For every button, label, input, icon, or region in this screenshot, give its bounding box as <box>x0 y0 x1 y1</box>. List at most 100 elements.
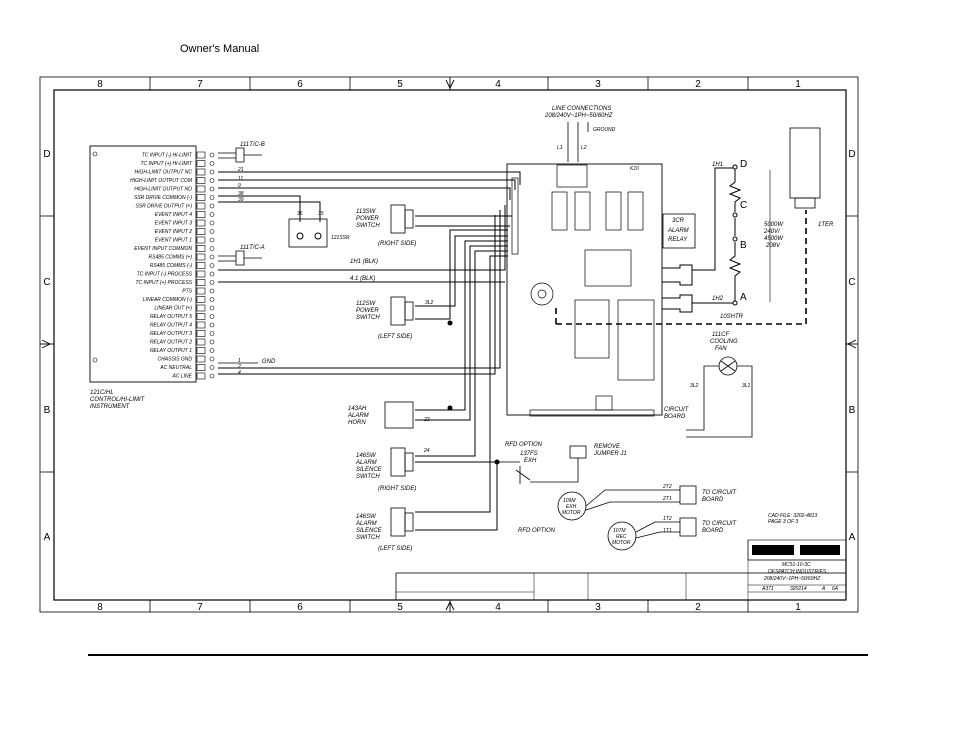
heater-label-c: C <box>740 200 747 211</box>
wire-2t1: 2T1 <box>662 496 672 502</box>
sil2-side: (LEFT SIDE) <box>378 546 412 552</box>
terminal-screw <box>209 280 215 285</box>
col-label-top-3: 3 <box>595 79 601 90</box>
instrument-box <box>89 145 197 383</box>
sw112-label-2: POWER <box>356 308 379 314</box>
to-circuit-board-1a: TO CIRCUIT <box>702 490 738 496</box>
sw113-side: (RIGHT SIDE) <box>378 241 416 247</box>
line-connections-title: LINE CONNECTIONS <box>552 106 611 112</box>
instrument-terminal <box>196 160 206 167</box>
terminal-screw <box>209 161 215 166</box>
page-header: Owner's Manual <box>180 43 260 55</box>
terminal-screw <box>209 314 215 319</box>
terminal-screw <box>209 348 215 353</box>
row-label-right-d: D <box>848 149 855 160</box>
heater-node-a <box>732 300 738 306</box>
terminal-screw <box>209 169 215 175</box>
terminal-screw <box>209 212 215 217</box>
instrument-screw-top <box>92 151 98 157</box>
instrument-terminal <box>196 287 206 295</box>
terminal-screw <box>209 271 215 277</box>
instrument-terminal <box>196 304 206 312</box>
instrument-terminal <box>196 355 206 363</box>
wire-label-1: 1 <box>238 358 241 364</box>
alarm-relay-label-1: 3CR <box>672 218 685 224</box>
instrument-terminal-label: EVENT INPUT 3 <box>155 221 192 227</box>
instrument-terminal <box>196 372 206 380</box>
fan-label-1: 111CF <box>712 332 729 338</box>
instrument-terminal-label: TC INPUT (-) HI-LIMIT <box>142 153 193 159</box>
instrument-terminal <box>196 313 206 320</box>
rec-motor <box>607 521 637 551</box>
sensor-label: 1TER <box>818 222 834 228</box>
col-label-bottom-8: 8 <box>97 602 103 613</box>
row-label-left-c: C <box>43 277 50 288</box>
instrument-terminal <box>196 296 206 303</box>
alarm-relay-label-3: RELAY <box>668 237 688 243</box>
dashed-control-line <box>555 210 807 325</box>
footer-rule <box>88 654 868 656</box>
fan-wire-l2: 3L2 <box>690 383 699 389</box>
heater-label-d: D <box>740 159 747 170</box>
instrument-terminal <box>196 177 206 184</box>
heater-rating-3: 4500W <box>764 236 784 242</box>
sil1-label-2: ALARM <box>355 460 377 466</box>
horn-label-2: ALARM <box>347 413 369 419</box>
terminal-screw <box>209 178 215 183</box>
sil2-label-3: SILENCE <box>356 528 383 534</box>
instrument-terminal <box>196 245 206 252</box>
to-circuit-board-2b: BOARD <box>702 528 724 534</box>
heater-tag: 10SHTR <box>720 314 744 320</box>
col-label-bottom-7: 7 <box>197 602 203 613</box>
ssr-label-35: 35 <box>318 211 324 217</box>
line-connection-wires <box>567 122 589 162</box>
instrument-terminal-label: TC INPUT (+) HI-LIMIT <box>140 161 192 167</box>
circuit-board-label-2: BOARD <box>664 414 686 420</box>
col-label-top-5: 5 <box>397 79 403 90</box>
instrument-terminal-label: RS485 COMMS (+) <box>149 255 193 261</box>
instrument-terminal <box>196 228 206 235</box>
flow-switch <box>515 466 531 484</box>
wire-label-39: 39 <box>238 197 244 203</box>
rec-motor-label-1: 107M <box>613 528 626 534</box>
col-label-top-1: 1 <box>795 79 801 90</box>
horn-label-3: HORN <box>348 420 366 426</box>
terminal-screw <box>209 237 215 243</box>
instrument-label-2: CONTROL/HI-LIMIT <box>90 397 146 403</box>
motor-wires <box>585 489 680 539</box>
fan-blades <box>720 360 736 372</box>
terminal-screw <box>209 152 215 158</box>
jumper-label-1: REMOVE <box>594 444 621 450</box>
instrument-terminal-label: AC LINE <box>172 374 193 380</box>
terminal-screw <box>209 195 215 200</box>
instrument-terminal <box>196 262 206 269</box>
jumper-wires <box>497 458 579 483</box>
cad-file: CAD FILE: 3202-4813 <box>768 513 817 519</box>
wire-label-9: 9 <box>238 183 241 189</box>
ssr-terminal-35 <box>314 232 322 240</box>
instrument-terminal <box>196 219 206 227</box>
ssr-label-36: 36 <box>297 211 303 217</box>
instrument-terminal-label: SSR DRIVE OUTPUT (+) <box>135 204 192 210</box>
instrument-terminal <box>196 338 206 346</box>
wire-bundle <box>218 171 521 531</box>
column-ticks <box>40 77 858 612</box>
circuit-board-label-1: CIRCUIT <box>664 407 690 413</box>
wire-label-2: 2 <box>237 364 241 370</box>
heater-1h2: 1H2 <box>712 296 724 302</box>
instrument-terminal-label: EVENT INPUT 1 <box>155 238 192 244</box>
sil1-label-4: SWITCH <box>356 474 380 480</box>
sil2-label-1: 146SW <box>356 514 377 520</box>
col-label-top-8: 8 <box>97 79 103 90</box>
instrument-terminal <box>196 168 206 176</box>
heater-rating-1: 5000W <box>764 222 784 228</box>
board-ref-label: K10 <box>630 166 639 172</box>
instrument-terminal-label: RELAY OUTPUT 1 <box>150 348 192 354</box>
instrument-terminal-label: RELAY OUTPUT 5 <box>150 314 192 320</box>
board-components <box>511 164 655 417</box>
terminal-screw <box>209 254 215 260</box>
instrument-terminal-label: RELAY OUTPUT 3 <box>150 331 192 337</box>
outer-frame <box>39 76 859 613</box>
terminal-screw <box>209 356 215 362</box>
drawing-number: A371 <box>761 586 774 592</box>
